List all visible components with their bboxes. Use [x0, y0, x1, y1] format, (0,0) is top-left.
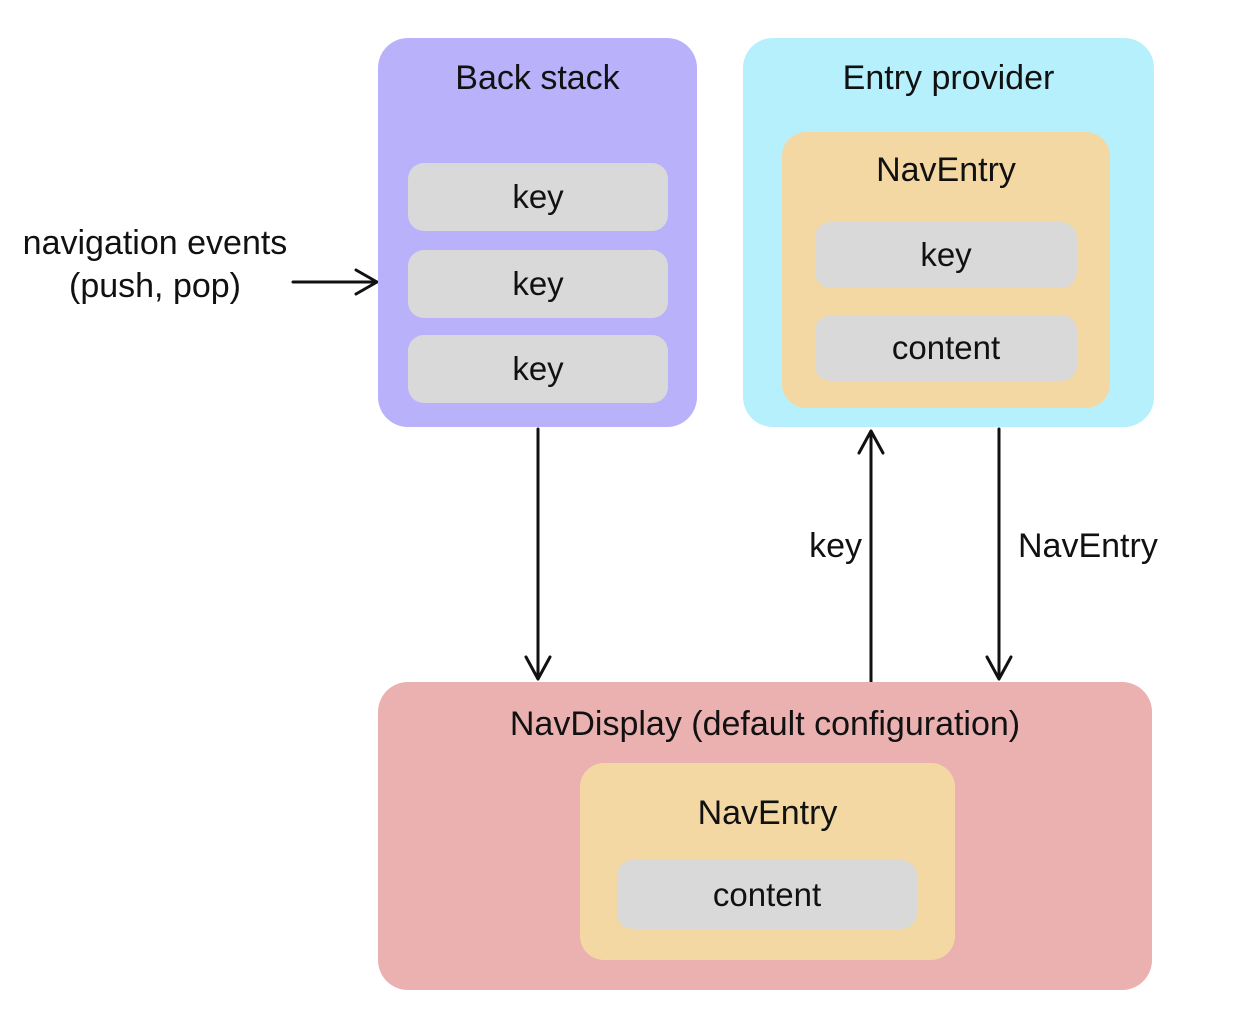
arrow-entryprovider-to-navdisplay-naventry — [985, 427, 1013, 681]
back-stack-box: Back stack key key key — [378, 38, 697, 427]
navigation-events-line2: (push, pop) — [69, 267, 241, 305]
arrow-navdisplay-to-entryprovider-key — [857, 429, 885, 686]
nav-display-box: NavDisplay (default configuration) NavEn… — [378, 682, 1152, 990]
nav-display-title: NavDisplay (default configuration) — [509, 705, 1021, 743]
nav-display-naventry-box: NavEntry content — [580, 763, 955, 960]
back-stack-key-item-3: key — [408, 335, 668, 403]
back-stack-title: Back stack — [455, 59, 620, 97]
nav-display-naventry-title: NavEntry — [697, 794, 838, 832]
entry-provider-content-item: content — [815, 315, 1077, 381]
naventry-arrow-label: NavEntry — [1018, 527, 1158, 565]
entry-provider-title: Entry provider — [842, 59, 1055, 97]
arrow-backstack-to-navdisplay — [524, 427, 552, 681]
entry-provider-key-item: key — [815, 222, 1077, 288]
back-stack-key-item-2: key — [408, 250, 668, 318]
entry-provider-naventry-title: NavEntry — [876, 151, 1016, 189]
entry-provider-box: Entry provider NavEntry key content — [743, 38, 1154, 427]
nav-display-content-item: content — [617, 860, 917, 929]
navigation-events-label: navigation events (push, pop) — [0, 222, 310, 308]
entry-provider-naventry-box: NavEntry key content — [782, 132, 1110, 408]
key-arrow-label: key — [809, 527, 862, 565]
navigation-events-line1: navigation events — [22, 224, 288, 262]
back-stack-key-item-1: key — [408, 163, 668, 231]
